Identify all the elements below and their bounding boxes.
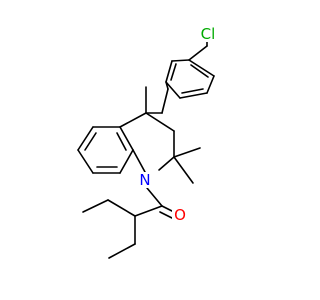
bond	[145, 112, 175, 132]
bond	[165, 81, 169, 90]
benzo-ring	[77, 126, 134, 174]
bond-n-carbonyl	[146, 187, 163, 207]
bond-c-o	[159, 211, 173, 219]
double-bond-inner	[170, 63, 177, 81]
bond	[206, 75, 215, 94]
oxygen-label-bg	[172, 207, 188, 223]
bond	[82, 199, 109, 213]
bond	[119, 149, 134, 174]
oxygen-label: O	[174, 206, 186, 224]
bond	[107, 199, 136, 217]
bond	[188, 59, 215, 77]
bond	[171, 59, 190, 62]
bond	[77, 126, 94, 151]
bond	[161, 88, 169, 114]
double-bond-inner	[190, 64, 209, 78]
chlorophenyl-ring	[165, 45, 215, 99]
double-bond-inner	[181, 88, 204, 94]
bond	[77, 149, 94, 174]
bond	[165, 81, 181, 99]
bond	[119, 112, 147, 128]
double-bond-inner	[84, 132, 97, 151]
bond	[119, 126, 134, 151]
double-bond-inner	[116, 132, 127, 151]
nitrogen-label: N	[139, 171, 150, 189]
chlorine-label-bg	[199, 26, 217, 42]
bond	[188, 45, 208, 61]
bond	[132, 149, 146, 173]
bond	[108, 243, 136, 259]
bond	[165, 60, 173, 83]
nitrogen-label-bg	[137, 172, 153, 188]
chlorine-label: Cl	[201, 25, 216, 43]
bond-methyl	[173, 147, 201, 158]
bond	[158, 156, 175, 171]
bond-methyl	[173, 156, 194, 184]
molecule-diagram: Cl N O	[77, 25, 217, 259]
bond	[179, 92, 208, 99]
bond	[134, 205, 163, 217]
